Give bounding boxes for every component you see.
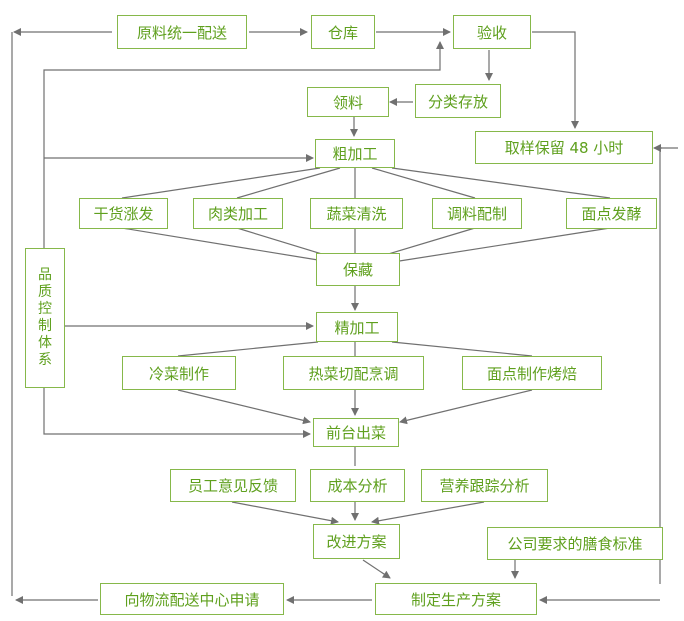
node-fine-processing: 精加工	[316, 312, 398, 342]
node-production-plan: 制定生产方案	[375, 583, 537, 615]
node-dry-goods-soaking: 干货涨发	[79, 198, 168, 229]
node-hot-dishes: 热菜切配烹调	[283, 356, 424, 390]
node-company-standard: 公司要求的膳食标准	[487, 527, 663, 560]
node-meat-processing: 肉类加工	[193, 198, 283, 229]
node-nutrition-analysis: 营养跟踪分析	[421, 469, 548, 502]
node-cold-dishes: 冷菜制作	[122, 356, 236, 390]
node-staff-feedback: 员工意见反馈	[170, 469, 296, 502]
qc-char: 控	[38, 301, 52, 317]
node-cost-analysis: 成本分析	[310, 469, 405, 502]
node-requisition: 领料	[307, 87, 389, 117]
node-seasoning-prep: 调料配制	[432, 198, 522, 229]
node-front-serving: 前台出菜	[313, 418, 399, 447]
qc-char: 体	[38, 335, 52, 351]
node-pastry-baking: 面点制作烤焙	[462, 356, 602, 390]
node-inspection: 验收	[453, 15, 531, 49]
qc-char: 制	[38, 318, 52, 334]
node-classified-storage: 分类存放	[415, 84, 501, 118]
node-storage: 保藏	[316, 253, 400, 286]
node-improvement-plan: 改进方案	[313, 524, 400, 559]
node-logistics-request: 向物流配送中心申请	[100, 583, 284, 615]
node-quality-control: 品 质 控 制 体 系	[25, 248, 65, 388]
qc-char: 品	[38, 267, 52, 283]
node-dough-fermentation: 面点发酵	[566, 198, 657, 229]
node-warehouse: 仓库	[311, 15, 375, 49]
node-rough-processing: 粗加工	[315, 139, 395, 168]
qc-char: 系	[38, 352, 52, 368]
node-sample-48h: 取样保留 48 小时	[475, 131, 653, 164]
qc-char: 质	[38, 284, 52, 300]
node-raw-material-delivery: 原料统一配送	[117, 15, 247, 49]
node-vegetable-washing: 蔬菜清洗	[310, 198, 403, 229]
